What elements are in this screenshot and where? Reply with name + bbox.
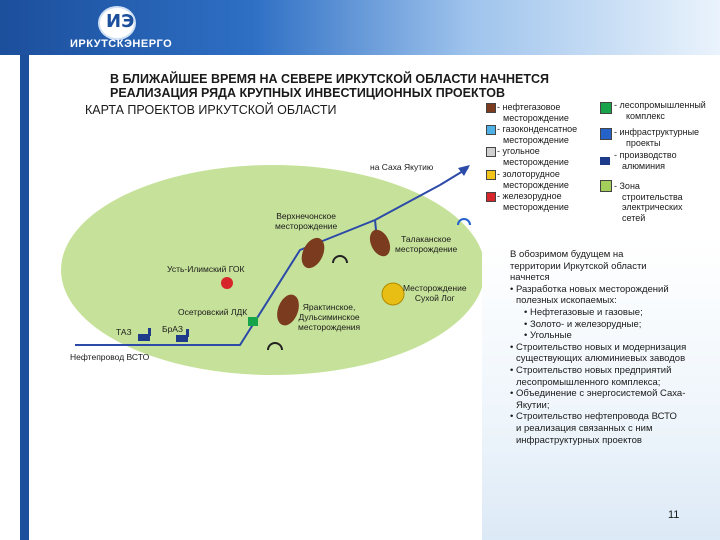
- info-line: • Нефтегазовые и газовые;: [524, 306, 643, 318]
- info-line: территории Иркутской области: [510, 260, 647, 272]
- slide-title: В БЛИЖАЙШЕЕ ВРЕМЯ НА СЕВЕРЕ ИРКУТСКОЙ ОБ…: [110, 72, 630, 100]
- label-osetrovsky: Осетровский ЛДК: [178, 307, 248, 317]
- left-accent-bar: [20, 55, 29, 540]
- slide-title-line-1: В БЛИЖАЙШЕЕ ВРЕМЯ НА СЕВЕРЕ ИРКУТСКОЙ ОБ…: [110, 72, 550, 86]
- info-line: Якутии;: [516, 399, 550, 411]
- braz-aluminium-icon: [176, 329, 189, 342]
- info-line: • Объединение с энергосистемой Саха-: [510, 388, 686, 400]
- info-line: начнется: [510, 272, 550, 284]
- label-vsto: Нефтепровод ВСТО: [70, 352, 150, 362]
- legend-infrastructure: - инфраструктурные проекты: [614, 127, 700, 148]
- label-ust-ilimsk: Усть-Илимский ГОК: [167, 264, 245, 274]
- header-banner: ИЭ ИРКУТСКЭНЕРГО: [0, 0, 720, 55]
- legend-grid-zone: - Зона строительства электрических сетей: [614, 181, 683, 223]
- logo-mark: ИЭ: [106, 11, 135, 32]
- legend-swatch-aluminium: [600, 157, 610, 165]
- legend-oil-gas: - нефтегазовое месторождение: [497, 102, 569, 123]
- label-taz: ТАЗ: [116, 327, 132, 337]
- legend-swatch-oil-gas: [486, 103, 496, 113]
- ust-ilimsk-gok-icon: [221, 277, 233, 289]
- map-title: КАРТА ПРОЕКТОВ ИРКУТСКОЙ ОБЛАСТИ: [85, 103, 337, 117]
- company-logo: ИЭ: [98, 6, 136, 40]
- info-line: • Угольные: [524, 330, 572, 342]
- info-line: и реализация связанных с ним: [516, 422, 653, 434]
- legend-gold: - золоторудное месторождение: [497, 169, 569, 190]
- verkhnechonskoe-field-icon: [301, 237, 325, 269]
- infrastructure-icon-3: [457, 218, 471, 226]
- label-sakha: на Саха Якутию: [370, 162, 434, 172]
- info-line: инфраструктурных проектов: [516, 434, 642, 446]
- legend-forestry: - лесопромышленный комплекс: [614, 100, 706, 121]
- info-line: • Строительство новых и модернизация: [510, 341, 687, 353]
- label-talakanskoe: Талаканское месторождение: [395, 234, 458, 254]
- legend-iron: - железорудное месторождение: [497, 191, 569, 212]
- infrastructure-icon-1: [332, 255, 348, 264]
- label-braz: БрАЗ: [162, 324, 184, 334]
- info-line: существующих алюминиевых заводов: [516, 353, 686, 365]
- infrastructure-icon-2: [267, 342, 283, 351]
- talakanskoe-field-icon: [369, 229, 391, 257]
- legend-swatch-coal: [486, 147, 496, 157]
- legend-swatch-iron: [486, 192, 496, 202]
- legend-coal: - угольное месторождение: [497, 146, 569, 167]
- taz-aluminium-icon: [138, 328, 151, 341]
- legend-swatch-forestry: [600, 102, 612, 114]
- legend-gas-condensate: - газоконденсатное месторождение: [497, 124, 578, 145]
- yaraktinskoe-field-icon: [277, 294, 299, 326]
- info-line: • Строительство нефтепровода ВСТО: [510, 411, 677, 423]
- info-line: полезных ископаемых:: [516, 295, 617, 307]
- info-line: • Разработка новых месторождений: [510, 283, 669, 295]
- info-line: • Золото- и железорудные;: [524, 318, 642, 330]
- legend-swatch-gold: [486, 170, 496, 180]
- slide-title-line-2: РЕАЛИЗАЦИЯ РЯДА КРУПНЫХ ИНВЕСТИЦИОННЫХ П…: [110, 86, 505, 100]
- osetrovsky-ldk-icon: [248, 317, 258, 326]
- info-line: В обозримом будущем на: [510, 249, 624, 260]
- label-sukhoy-log: Месторождение Сухой Лог: [403, 283, 467, 303]
- sukhoy-log-deposit-icon: [381, 282, 405, 306]
- legend-aluminium: - производство алюминия: [614, 150, 677, 171]
- label-yaraktinskoe: Ярактинское, Дульсиминское месторождения: [298, 302, 361, 332]
- legend-swatch-gas-condensate: [486, 125, 496, 135]
- info-line: лесопромышленного комплекса;: [516, 376, 661, 388]
- label-verkhnechonskoe: Верхнечонское месторождение: [275, 211, 338, 231]
- info-panel: [482, 240, 720, 540]
- company-name: ИРКУТСКЭНЕРГО: [70, 38, 173, 50]
- vsto-pipeline-route: [75, 184, 441, 346]
- legend-swatch-grid-zone: [600, 180, 612, 192]
- info-line: • Строительство новых предприятий: [510, 364, 672, 376]
- page-number: 11: [668, 509, 680, 521]
- route-arrow-icon: [458, 165, 470, 176]
- legend-swatch-infrastructure: [600, 128, 612, 140]
